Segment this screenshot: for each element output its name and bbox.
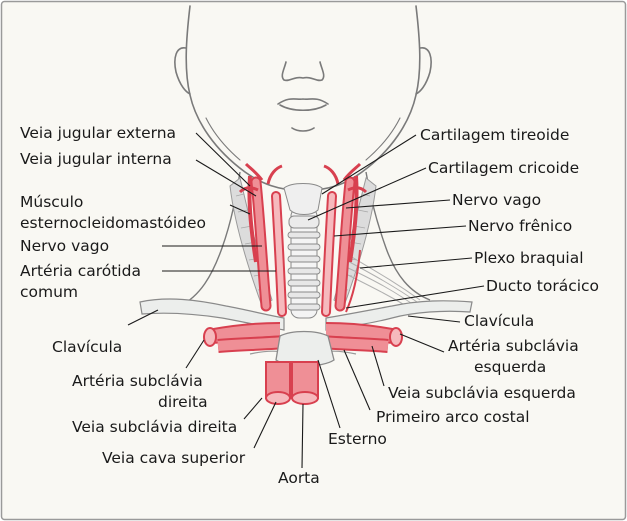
label-arteria-subclavia-esquerda-line2: esquerda bbox=[474, 358, 546, 376]
sternum bbox=[276, 332, 334, 367]
label-nervo-vago-left: Nervo vago bbox=[20, 237, 109, 255]
label-esterno: Esterno bbox=[328, 430, 387, 448]
label-aorta: Aorta bbox=[278, 469, 320, 487]
label-musculo-line2: esternocleidomastóideo bbox=[20, 214, 206, 232]
label-cartilagem-tireoide: Cartilagem tireoide bbox=[420, 126, 569, 144]
label-arteria-subclavia-direita-line1: Artéria subclávia bbox=[72, 372, 203, 390]
label-arteria-carotida-line1: Artéria carótida bbox=[20, 262, 141, 280]
label-musculo-line1: Músculo bbox=[20, 193, 83, 211]
label-nervo-vago-right: Nervo vago bbox=[452, 191, 541, 209]
great-vessels bbox=[266, 362, 318, 404]
label-veia-jugular-externa: Veia jugular externa bbox=[20, 124, 176, 142]
label-veia-jugular-interna: Veia jugular interna bbox=[20, 150, 172, 168]
label-plexo-braquial: Plexo braquial bbox=[474, 249, 584, 267]
label-cartilagem-cricoide: Cartilagem cricoide bbox=[428, 159, 579, 177]
label-primeiro-arco-costal: Primeiro arco costal bbox=[376, 408, 530, 426]
label-arteria-subclavia-direita-line2: direita bbox=[158, 393, 208, 411]
label-clavicula-right: Clavícula bbox=[464, 312, 534, 330]
label-veia-subclavia-direita: Veia subclávia direita bbox=[72, 418, 237, 436]
label-arteria-carotida-line2: comum bbox=[20, 283, 78, 301]
label-clavicula-left: Clavícula bbox=[52, 338, 122, 356]
label-nervo-frenico: Nervo frênico bbox=[468, 217, 572, 235]
label-ducto-toracico: Ducto torácico bbox=[486, 277, 599, 295]
label-arteria-subclavia-esquerda-line1: Artéria subclávia bbox=[448, 337, 579, 355]
label-veia-cava-superior: Veia cava superior bbox=[102, 449, 246, 467]
label-veia-subclavia-esquerda: Veia subclávia esquerda bbox=[388, 384, 576, 402]
